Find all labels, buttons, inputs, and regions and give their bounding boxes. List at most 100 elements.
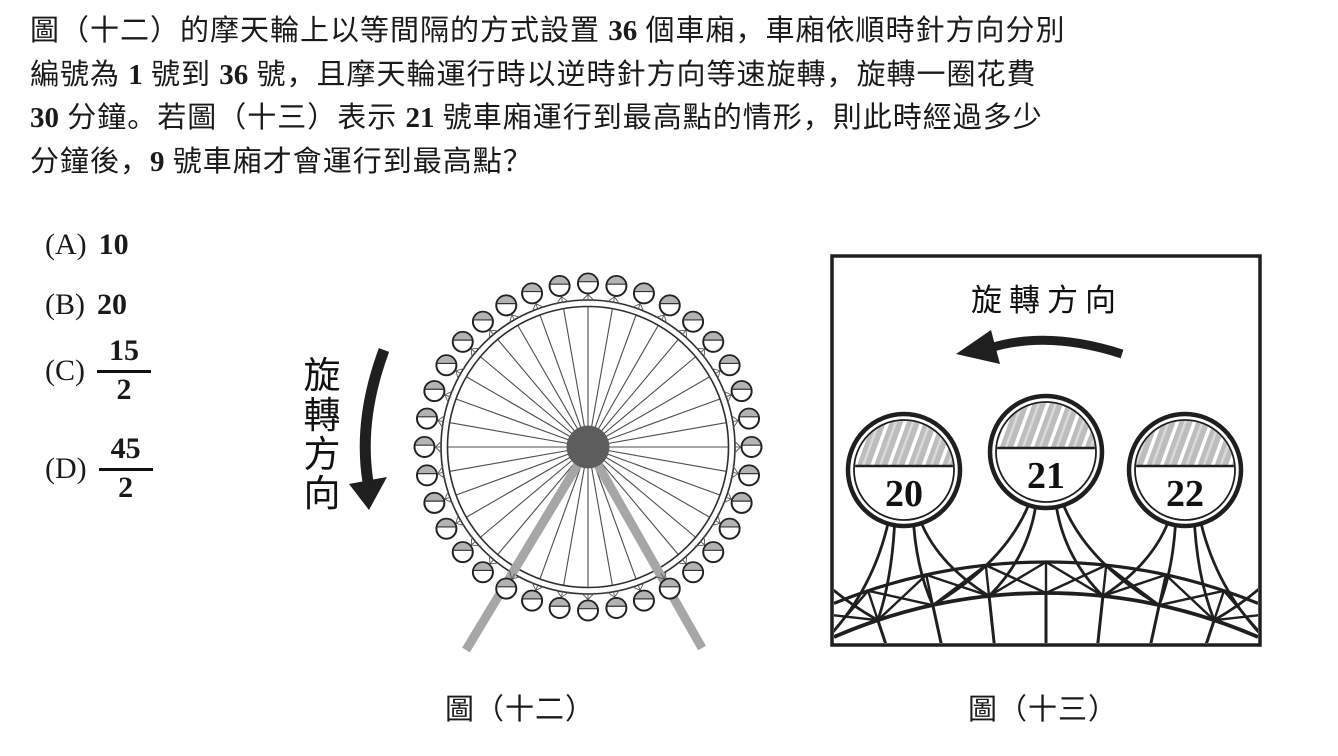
wheel-spoke bbox=[587, 446, 720, 496]
wheel-cabin bbox=[471, 310, 500, 340]
figure-13-top-cabins: 20 21 22 旋轉方向 bbox=[830, 254, 1262, 647]
wheel-cabin bbox=[413, 436, 443, 458]
wheel-spoke bbox=[456, 398, 589, 448]
wheel-cabin bbox=[451, 330, 481, 359]
wheel-cabin bbox=[521, 581, 545, 612]
support-leg-right bbox=[586, 448, 706, 651]
wheel-cabin bbox=[435, 514, 466, 540]
wheel-spoke bbox=[517, 325, 589, 448]
wheel-cabin bbox=[495, 294, 521, 325]
option-A: (A) 10 bbox=[45, 228, 129, 262]
wheel-cabin bbox=[423, 490, 454, 514]
wheel-cabin bbox=[521, 282, 545, 313]
wheel-spoke bbox=[587, 446, 710, 518]
wheel-cabin bbox=[676, 554, 705, 584]
wheel-spoke bbox=[563, 309, 589, 448]
wheel-cabin bbox=[655, 569, 681, 600]
wheel-spoke bbox=[587, 356, 696, 448]
rotation-direction-label-char: 旋 bbox=[304, 356, 341, 397]
wheel-spoke bbox=[587, 398, 720, 448]
wheel-cabin bbox=[722, 490, 753, 514]
wheel-cabin bbox=[451, 535, 481, 564]
wheel-cabin bbox=[695, 330, 725, 359]
wheel-spoke bbox=[480, 356, 589, 448]
wheel-spoke bbox=[563, 446, 589, 585]
support-leg-left bbox=[462, 448, 590, 653]
wheel-cabin bbox=[722, 380, 753, 404]
rotation-arrow bbox=[359, 348, 390, 483]
option-B: (B) 20 bbox=[45, 288, 127, 322]
rotation-direction-label-char: 方 bbox=[304, 434, 341, 476]
option-value: 10 bbox=[98, 228, 129, 261]
cabin-number: 21 bbox=[1027, 455, 1065, 497]
rotation-arrow-head bbox=[956, 330, 1000, 364]
wheel-spoke bbox=[450, 446, 589, 472]
wheel-cabin bbox=[605, 274, 628, 305]
wheel-cabin bbox=[415, 464, 446, 487]
option-label: (D) bbox=[45, 451, 87, 485]
option-value: 20 bbox=[97, 288, 127, 321]
wheel-spoke bbox=[456, 446, 589, 496]
wheel-cabin bbox=[471, 554, 500, 584]
wheel-cabin bbox=[548, 589, 571, 620]
wheel-cabin bbox=[655, 294, 681, 325]
wheel-cabin bbox=[577, 272, 599, 302]
question-line-4: 分鐘後，9 號車廂才會運行到最高點？ bbox=[30, 145, 533, 178]
figure-13-caption: 圖（十三） bbox=[967, 694, 1118, 726]
cabin-number: 22 bbox=[1166, 473, 1204, 515]
option-label: (B) bbox=[45, 288, 85, 321]
wheel-cabin bbox=[415, 407, 446, 430]
wheel-spoke bbox=[466, 446, 589, 518]
figure-12-caption: 圖（十二） bbox=[444, 694, 595, 726]
wheel-spoke bbox=[587, 309, 613, 448]
rotation-direction-label: 旋轉方向 bbox=[971, 283, 1123, 318]
option-label: (A) bbox=[45, 228, 87, 261]
wheel-spoke bbox=[587, 339, 679, 448]
wheel-cabin bbox=[495, 569, 521, 600]
wheel-spoke bbox=[587, 376, 710, 448]
wheel-cabin bbox=[730, 407, 761, 430]
cabin-20: 20 bbox=[845, 411, 963, 529]
wheel-cabin bbox=[435, 354, 466, 380]
wheel-hub bbox=[566, 425, 610, 469]
wheel-rim-inner bbox=[446, 305, 730, 589]
rotation-arrow bbox=[988, 335, 1124, 359]
wheel-cabin bbox=[730, 464, 761, 487]
wheel-spoke bbox=[466, 376, 589, 448]
wheel-cabin bbox=[695, 535, 725, 564]
wheel-spoke bbox=[450, 422, 589, 448]
wheel-spoke bbox=[587, 446, 726, 472]
rotation-direction-label-char: 向 bbox=[304, 473, 341, 515]
option-label: (C) bbox=[45, 353, 85, 387]
cabin-22: 22 bbox=[1126, 411, 1244, 529]
wheel-spoke bbox=[587, 325, 659, 448]
wheel-cabin bbox=[577, 592, 599, 622]
wheel-cabin bbox=[710, 514, 741, 540]
wheel-cabin bbox=[631, 581, 655, 612]
cabin-number: 20 bbox=[885, 473, 923, 515]
wheel-spoke bbox=[587, 422, 726, 448]
wheel-cabin bbox=[605, 589, 628, 620]
rotation-arrow-head bbox=[349, 477, 387, 510]
question-line-2: 編號為 1 號到 36 號，且摩天輪運行時以逆時針方向等速旋轉，旋轉一圈花費 bbox=[30, 58, 1037, 91]
wheel-spoke bbox=[587, 315, 637, 448]
wheel-cabin bbox=[548, 274, 571, 305]
question-text: 圖（十二）的摩天輪上以等間隔的方式設置 36 個車廂，車廂依順時針方向分別編號為… bbox=[30, 10, 1330, 184]
wheel-cabin bbox=[423, 380, 454, 404]
wheel-spoke bbox=[480, 446, 589, 538]
wheel-cabin bbox=[676, 310, 705, 340]
question-line-1: 圖（十二）的摩天輪上以等間隔的方式設置 36 個車廂，車廂依順時針方向分別 bbox=[30, 15, 1066, 47]
question-line-3: 30 分鐘。若圖（十三）表示 21 號車廂運行到最高點的情形，則此時經過多少 bbox=[30, 102, 1043, 134]
wheel-spoke bbox=[539, 315, 589, 448]
wheel-spoke bbox=[587, 446, 696, 538]
wheel-spoke bbox=[587, 446, 613, 585]
wheel-spoke bbox=[497, 339, 589, 448]
wheel-cabin bbox=[710, 354, 741, 380]
wheel-cabin bbox=[631, 282, 655, 313]
